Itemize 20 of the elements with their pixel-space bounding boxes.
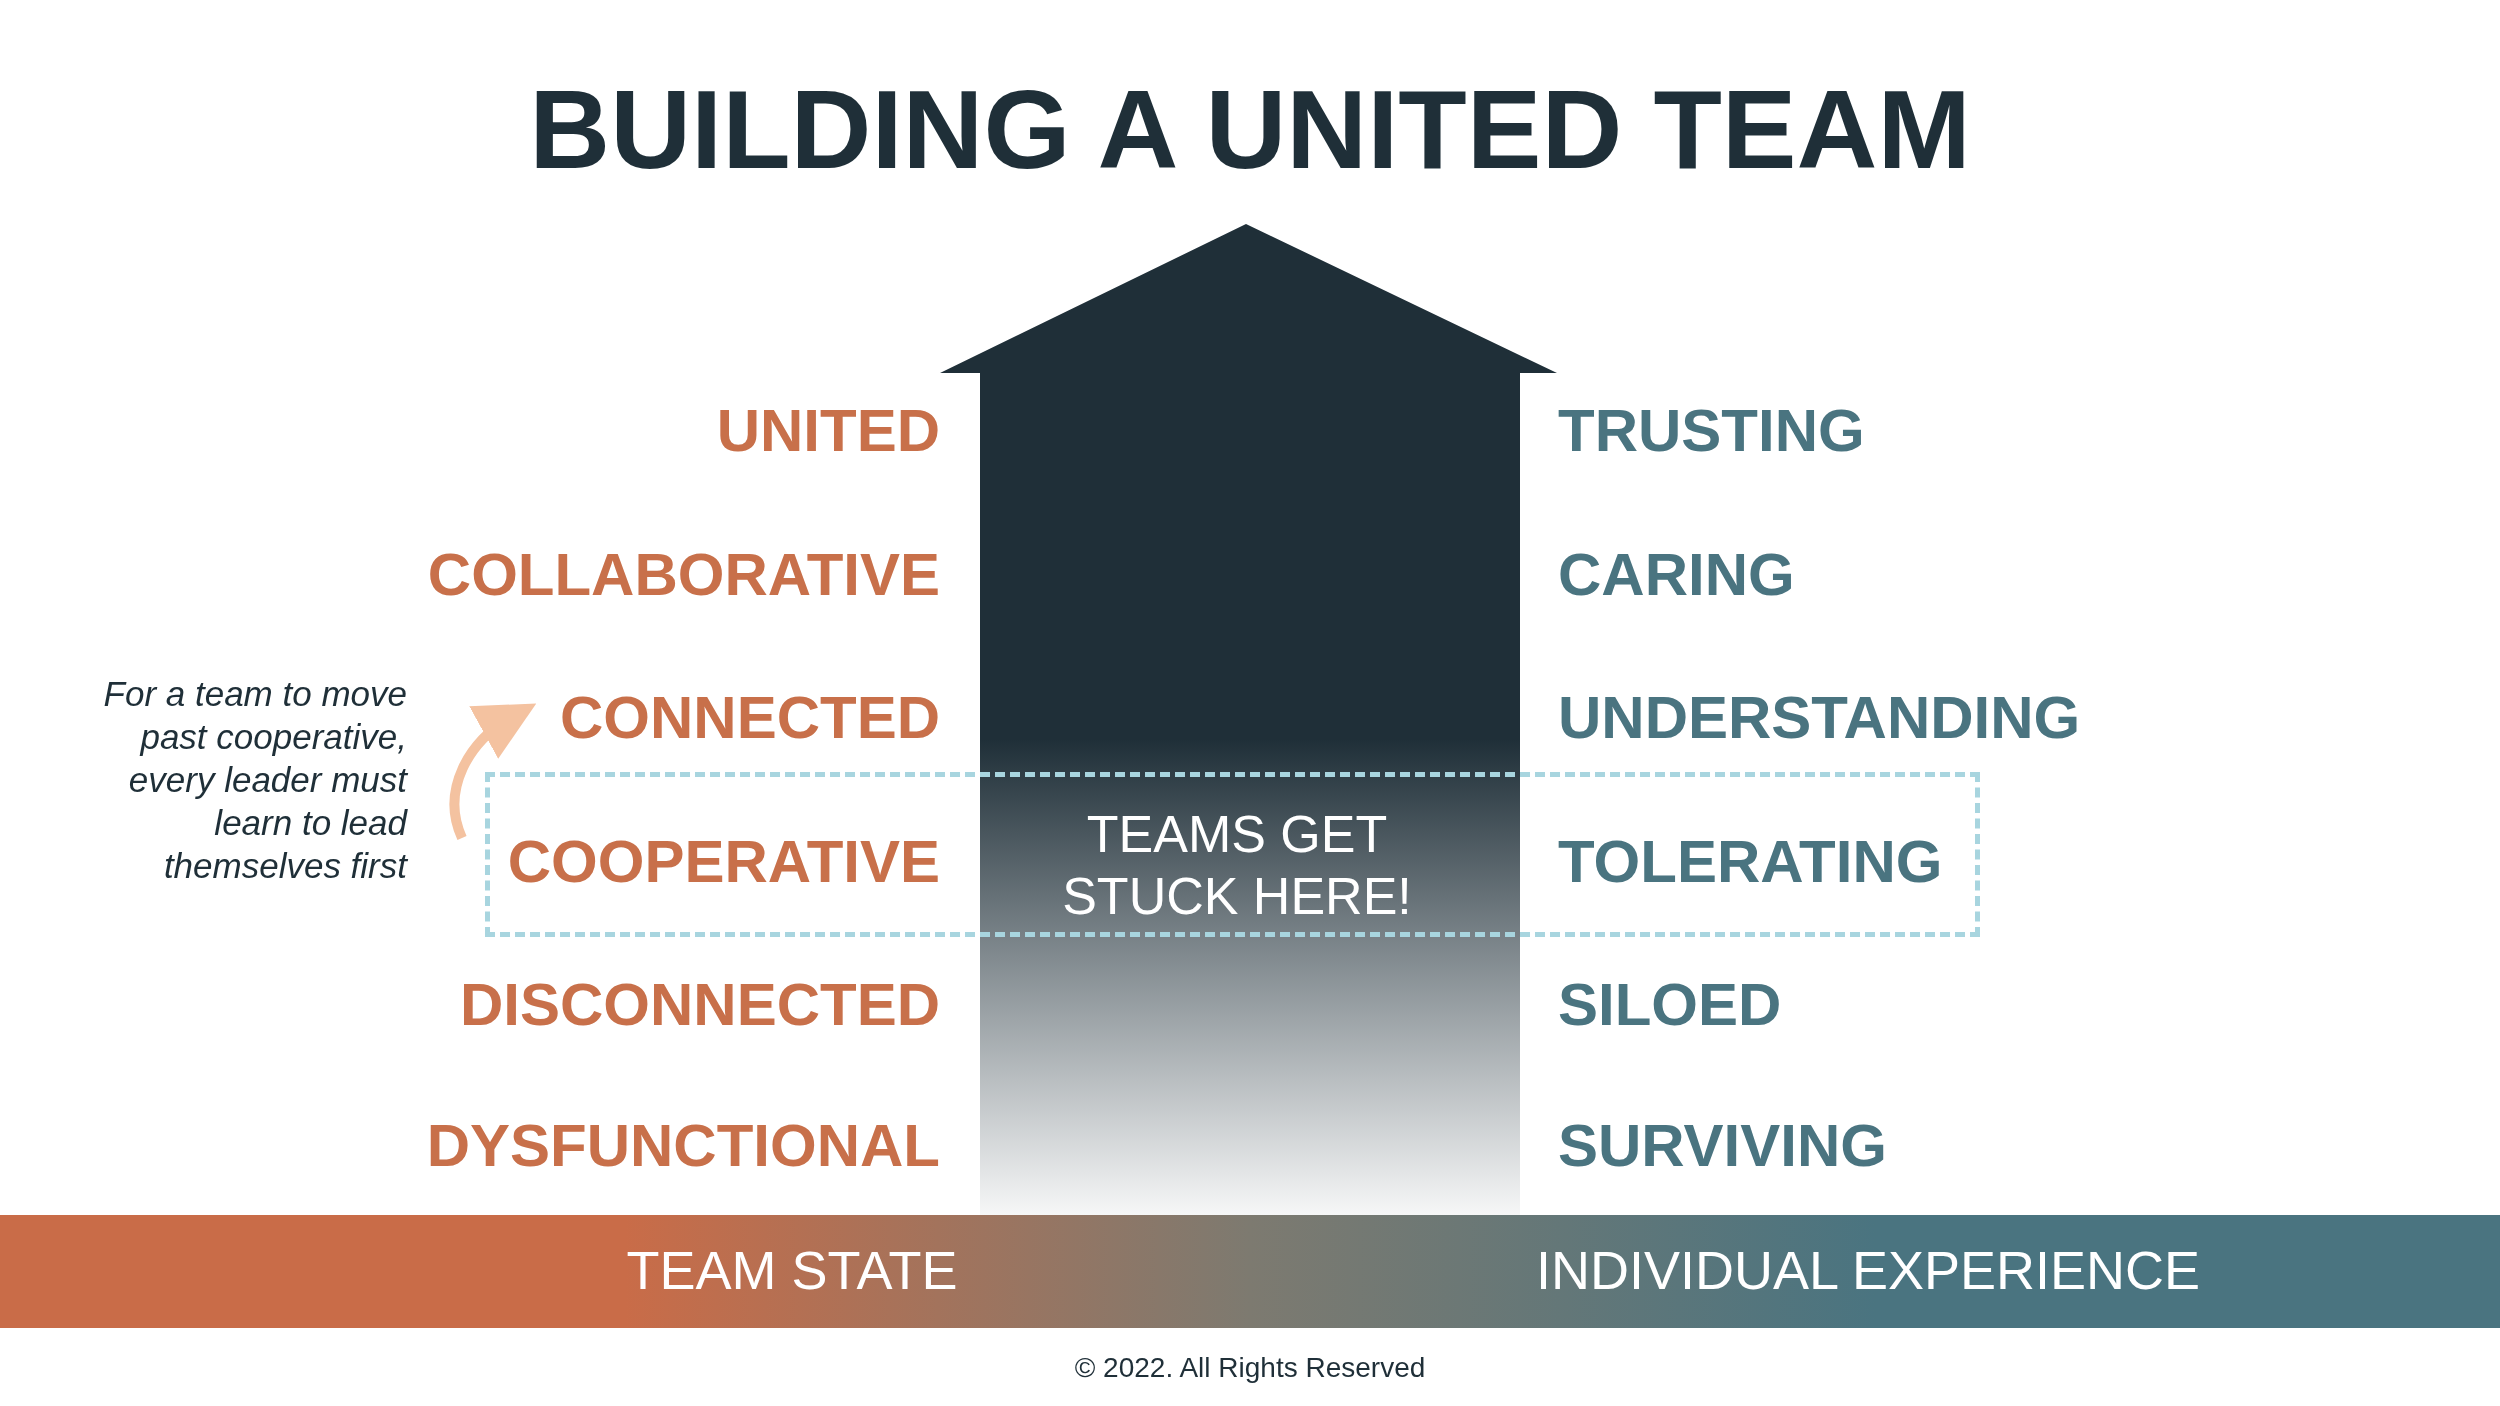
state-label: DYSFUNCTIONAL <box>426 1110 940 1180</box>
state-label: COLLABORATIVE <box>427 539 940 609</box>
state-label: COOPERATIVE <box>507 826 940 896</box>
title: BUILDING A UNITED TEAM <box>528 66 1972 194</box>
callout-text: TEAMS GET STUCK HERE! <box>1061 804 1413 927</box>
experience-label: SURVIVING <box>1558 1110 1887 1180</box>
category-band <box>0 1215 2500 1328</box>
experience-label: TOLERATING <box>1558 826 1943 896</box>
band-label: INDIVIDUAL EXPERIENCE <box>1534 1239 2202 1301</box>
highlight-frame <box>485 772 1980 937</box>
experience-label: CARING <box>1558 539 1795 609</box>
copyright-text: © 2022. All Rights Reserved <box>1073 1352 1427 1384</box>
experience-label: UNDERSTANDING <box>1558 682 2081 752</box>
state-label: DISCONNECTED <box>459 969 940 1039</box>
note-text: For a team to move past cooperative, every leader must learn to lead themselves first <box>102 673 407 887</box>
experience-label: SILOED <box>1558 969 1782 1039</box>
experience-label: TRUSTING <box>1558 395 1865 465</box>
band-label: TEAM STATE <box>625 1239 959 1301</box>
state-label: CONNECTED <box>560 682 940 752</box>
state-label: UNITED <box>716 395 940 465</box>
